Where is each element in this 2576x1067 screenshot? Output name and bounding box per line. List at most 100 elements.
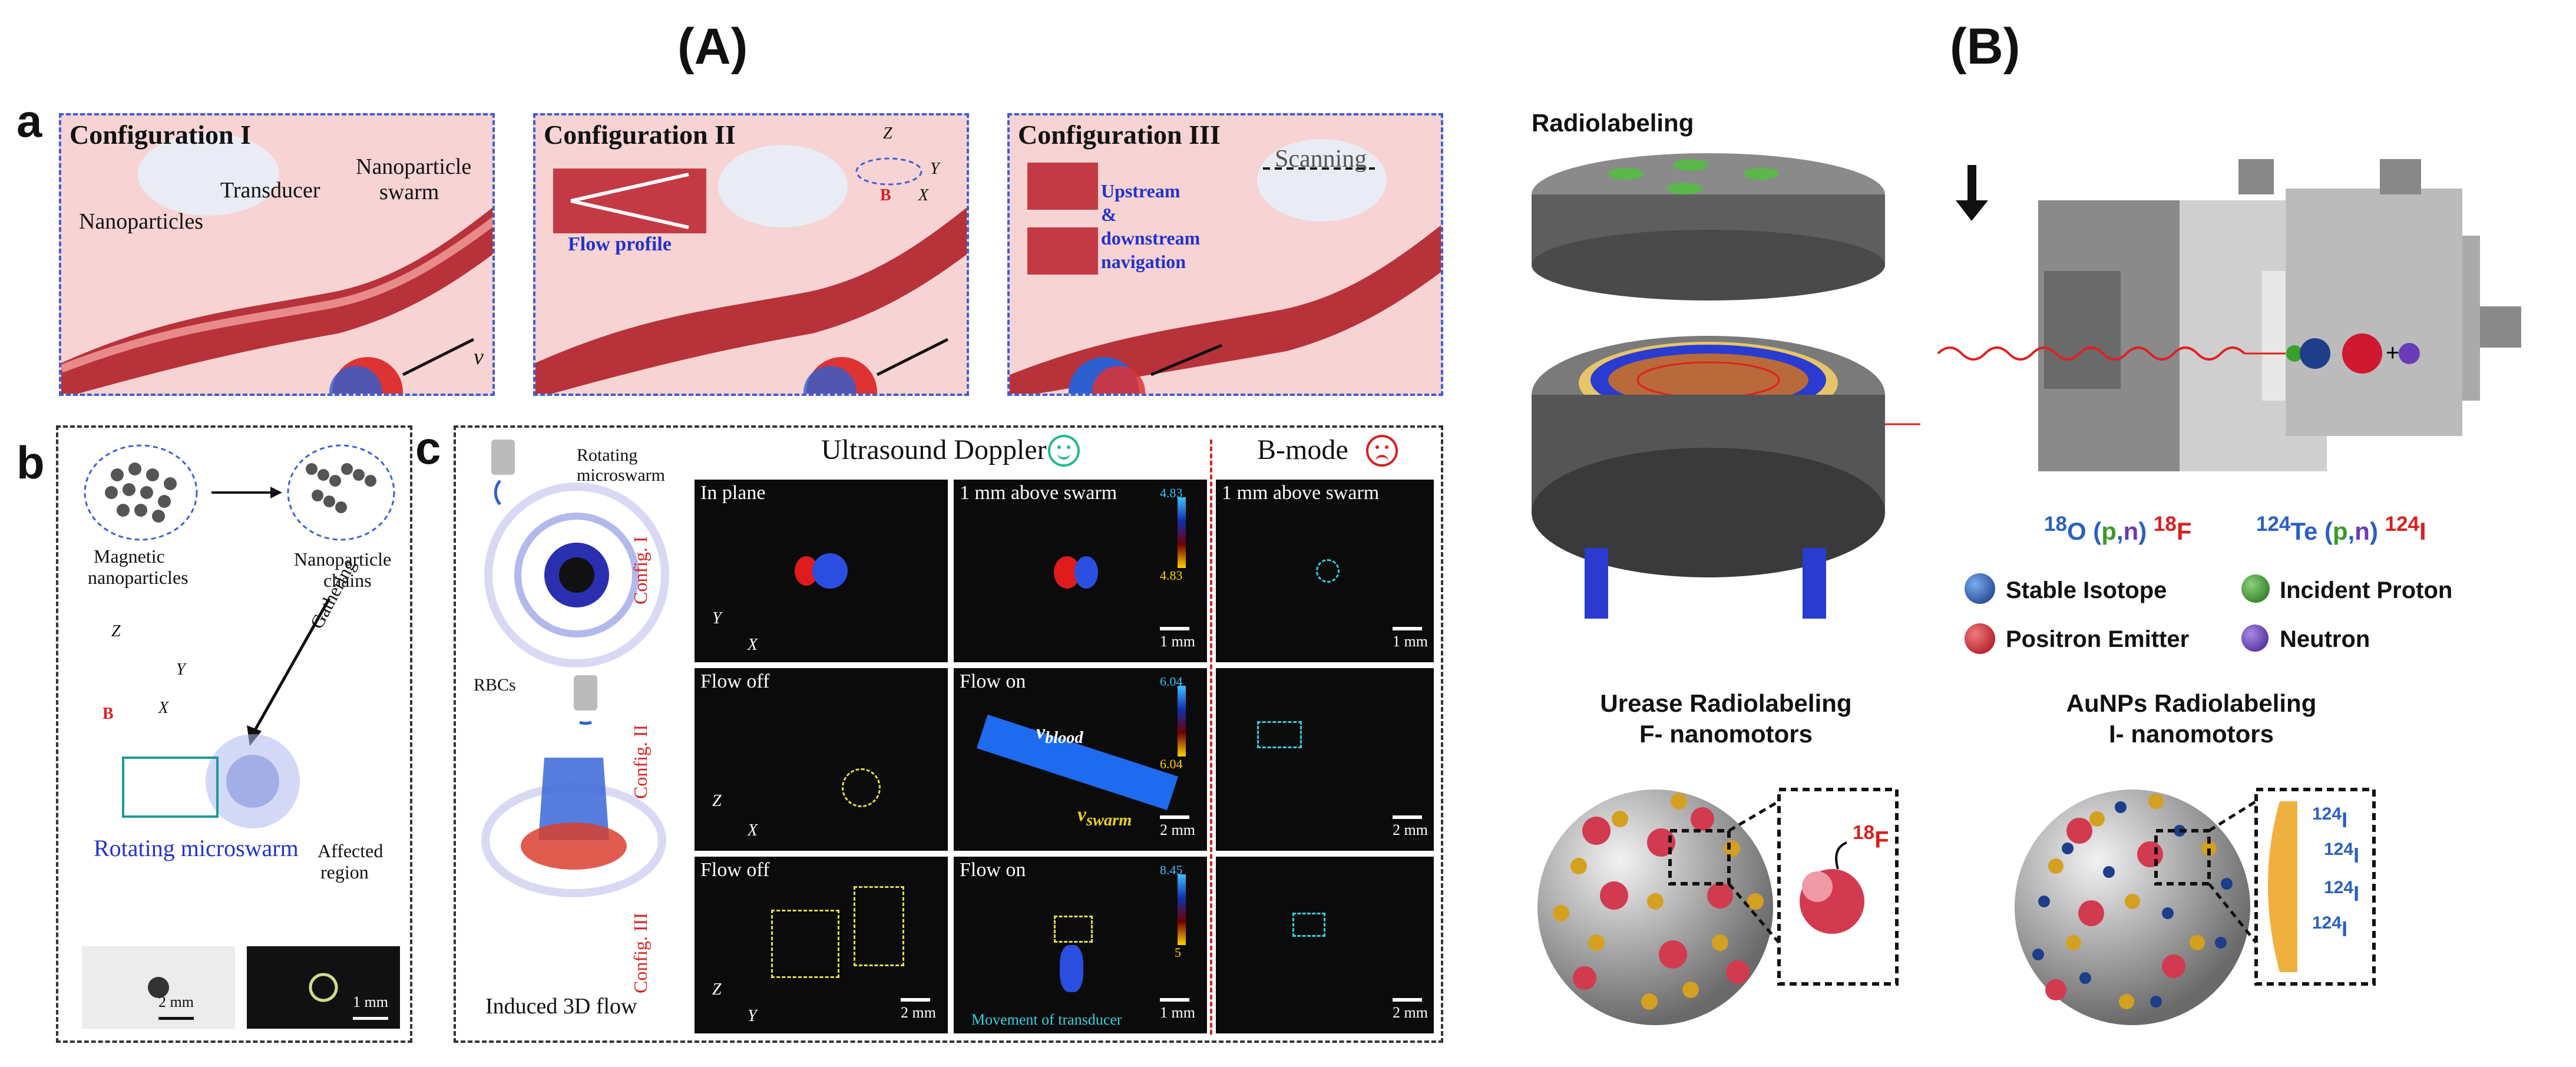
us-r3-c2: Flow on 8.45 5 1 mm Movement of transduc… <box>954 857 1207 1033</box>
magnetic-label: Magnetic <box>94 546 165 567</box>
scale-text: 1 mm <box>1393 633 1428 650</box>
i-mass: 124 <box>2324 840 2354 859</box>
r1-mass-o: 18 <box>2044 513 2067 536</box>
r1-f: F <box>2176 517 2192 545</box>
r2-mass-i: 124 <box>2385 513 2420 536</box>
f-mass: 18 <box>1853 822 1875 844</box>
scalebar <box>1160 627 1189 630</box>
us-r2-c1: Flow off Z X <box>695 668 948 851</box>
scale-text: 2 mm <box>1393 1004 1428 1021</box>
i-label-1: 124I <box>2312 804 2347 833</box>
scalebar <box>1393 627 1422 630</box>
radiolabeling-title: Radiolabeling <box>1532 109 1694 137</box>
us-r2-c2: Flow on vblood vswarm 6.04 6.04 2 mm <box>954 668 1207 851</box>
row-label-config-2: Config. II <box>630 724 651 799</box>
caption: Flow on <box>960 859 1026 881</box>
swarm-blob-blue <box>812 553 848 589</box>
colorbar <box>1178 686 1186 757</box>
r2-mass-te: 124 <box>2256 513 2291 536</box>
b-axis-b: B <box>102 705 114 723</box>
r2-comma: , <box>2347 517 2355 545</box>
part-c-letter: c <box>415 422 441 474</box>
target-chamber-illustration: + <box>1937 159 2521 471</box>
config-3-illustration <box>1010 139 1441 394</box>
affected-label-2: region <box>320 861 369 883</box>
positron-emitter-label: Positron Emitter <box>2006 626 2190 652</box>
swarm-blob <box>1060 945 1083 992</box>
flow-profile-label: Flow profile <box>568 233 672 255</box>
axis-x: X <box>748 821 758 840</box>
urease-title-2: F- nanomotors <box>1639 720 1813 748</box>
config-3-title: Configuration III <box>1018 120 1221 150</box>
b-axis-x: X <box>158 699 169 717</box>
aunps-nanomotor-illustration <box>2015 788 2376 1025</box>
us-r1-c2: 1 mm above swarm 4.83 4.83 1 mm <box>954 480 1207 662</box>
nanoparticles-b-label: nanoparticles <box>88 567 189 588</box>
axis-x: X <box>748 636 758 654</box>
v-swarm-label: vswarm <box>1077 804 1132 830</box>
nanoparticle-label: Nanoparticle <box>356 154 472 179</box>
aunps-title-2: I- nanomotors <box>2109 720 2274 748</box>
stable-isotope-label: Stable Isotope <box>2006 577 2167 603</box>
scalebar <box>1160 998 1189 1002</box>
swarm-circle <box>1316 559 1340 583</box>
svg-text:+: + <box>2386 340 2399 366</box>
scalebar <box>1393 815 1422 819</box>
caption: 1 mm above swarm <box>1222 482 1380 504</box>
i-label-3: 124I <box>2324 878 2359 906</box>
urease-nanomotor-illustration <box>1537 788 1899 1025</box>
axis-y: Y <box>712 609 722 627</box>
rotating-microswarm-b-label: Rotating microswarm <box>94 835 299 861</box>
f-sym: F <box>1874 827 1889 853</box>
cyclotron-target-illustration <box>1532 153 1920 619</box>
i-label-4: 124I <box>2312 913 2347 942</box>
r1-mass-f: 18 <box>2153 513 2177 536</box>
axis-y: Y <box>748 1007 757 1025</box>
part-b-illustration <box>82 444 400 1029</box>
doppler-header: Ultrasound Doppler <box>821 434 1047 465</box>
config-2-panel: Configuration II Flow profile Z Y X B <box>533 113 969 396</box>
caption: Flow off <box>700 670 770 692</box>
cb-bottom: 5 <box>1175 945 1181 960</box>
v-swarm-sub: swarm <box>1086 811 1132 830</box>
r1-p: p <box>2101 517 2117 545</box>
induced-flow-label: Induced 3D flow <box>485 994 637 1019</box>
row-label-config-1: Config. I <box>630 536 651 604</box>
r2-n: n <box>2355 517 2370 545</box>
part-b-panel: Magnetic nanoparticles Nanoparticle chai… <box>56 425 412 1043</box>
scale-text: 2 mm <box>1393 821 1428 838</box>
r1-o: O ( <box>2066 517 2102 545</box>
b-axis-y: Y <box>176 660 186 679</box>
scale-text: 1 mm <box>1160 1004 1195 1021</box>
r1-close: ) <box>2138 517 2154 545</box>
us-r1-c1: In plane Y X <box>695 480 948 662</box>
row-label-config-3: Config. III <box>630 913 651 993</box>
bmode-header: B-mode <box>1257 434 1348 465</box>
caption: In plane <box>700 482 766 504</box>
i-sym: I <box>2342 808 2348 832</box>
microswarm-label: microswarm <box>577 465 665 485</box>
config-1-illustration <box>61 133 492 394</box>
axis-y: Y <box>930 160 940 178</box>
cb-top: 8.45 <box>1160 863 1183 877</box>
chains-label-1: Nanoparticle <box>294 549 392 570</box>
v-blood-label: vblood <box>1036 721 1083 748</box>
scanning-label: Scanning <box>1275 146 1367 173</box>
r2-close: ) <box>2369 517 2385 545</box>
v-swarm-symbol: v <box>1077 804 1087 825</box>
config-2-illustration <box>535 145 967 394</box>
ampersand-label: & <box>1101 204 1117 225</box>
downstream-label: downstream <box>1101 227 1201 249</box>
axis-x: X <box>918 186 929 204</box>
reaction-1: 18O (p,n) 18F <box>2044 513 2192 546</box>
scalebar <box>901 998 930 1002</box>
r2-p: p <box>2332 517 2348 545</box>
i-sym: I <box>2342 917 2348 941</box>
colorbar <box>1178 874 1186 945</box>
affected-label-1: Affected <box>318 840 383 861</box>
swarm-blob-blue <box>1074 556 1098 589</box>
part-b-letter: b <box>16 437 45 488</box>
caption: Flow off <box>700 859 770 881</box>
roi-box <box>1054 916 1093 943</box>
i-mass: 124 <box>2312 913 2342 933</box>
